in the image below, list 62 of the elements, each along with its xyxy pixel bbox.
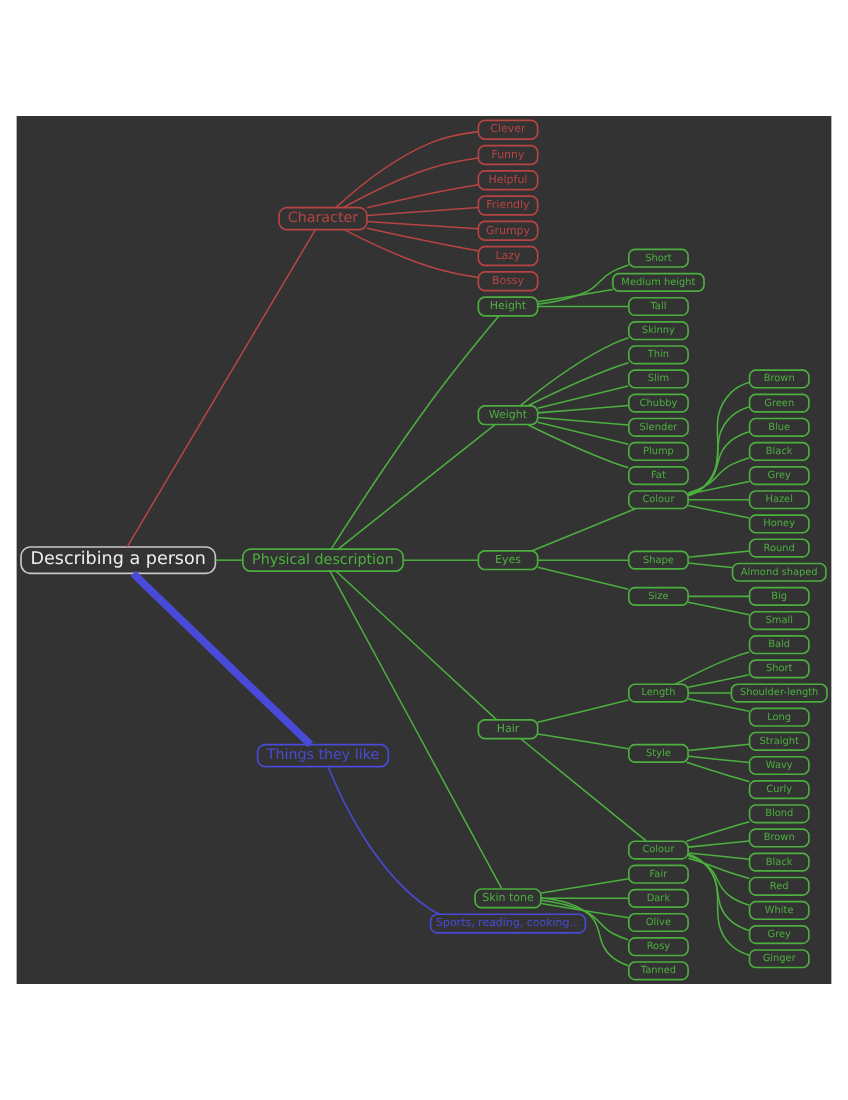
connector <box>540 902 630 919</box>
connector <box>536 733 630 750</box>
connector <box>687 595 751 598</box>
connector <box>366 227 479 252</box>
connector <box>687 692 732 694</box>
connector <box>536 416 630 426</box>
connector <box>687 431 751 496</box>
connector <box>674 651 750 685</box>
connector <box>687 857 751 880</box>
connector <box>536 559 630 561</box>
connector <box>329 570 503 890</box>
connector <box>527 423 630 469</box>
connector <box>536 699 630 724</box>
connector <box>527 362 630 407</box>
connector <box>687 406 751 497</box>
connector <box>536 305 630 308</box>
connector <box>536 288 614 303</box>
connector <box>687 673 751 688</box>
connector <box>330 315 500 550</box>
connector <box>531 507 637 552</box>
connector <box>130 570 314 748</box>
connector <box>685 761 751 783</box>
connector <box>519 336 630 407</box>
connector <box>687 840 751 848</box>
connector <box>687 743 751 752</box>
connector <box>687 601 751 616</box>
connector <box>687 855 751 907</box>
node-box: Describing a person <box>20 546 217 575</box>
connector <box>343 229 479 279</box>
connector <box>366 184 479 209</box>
connector <box>537 264 630 306</box>
connector <box>337 423 496 550</box>
connector <box>687 550 751 558</box>
connector <box>540 897 630 967</box>
connector <box>687 755 751 764</box>
connector <box>540 878 630 894</box>
connector <box>687 562 733 569</box>
connector <box>687 852 751 860</box>
connector <box>214 559 244 561</box>
connector <box>687 504 751 519</box>
connector <box>536 566 630 591</box>
connector <box>685 820 751 842</box>
connector <box>536 421 630 446</box>
connector <box>687 456 751 494</box>
connector <box>342 157 479 209</box>
connector <box>126 229 317 548</box>
connector <box>366 220 479 230</box>
connector <box>366 206 479 217</box>
connector <box>402 559 479 561</box>
connector <box>687 698 751 713</box>
connector <box>540 899 630 941</box>
connector <box>327 766 441 915</box>
connector <box>687 499 751 501</box>
connector <box>335 130 479 209</box>
connector <box>536 404 630 414</box>
connector <box>687 480 751 495</box>
connector <box>687 853 751 932</box>
connector <box>687 381 751 497</box>
connector <box>687 853 750 956</box>
connector <box>335 570 498 721</box>
connector <box>536 385 630 409</box>
connector <box>519 737 647 842</box>
